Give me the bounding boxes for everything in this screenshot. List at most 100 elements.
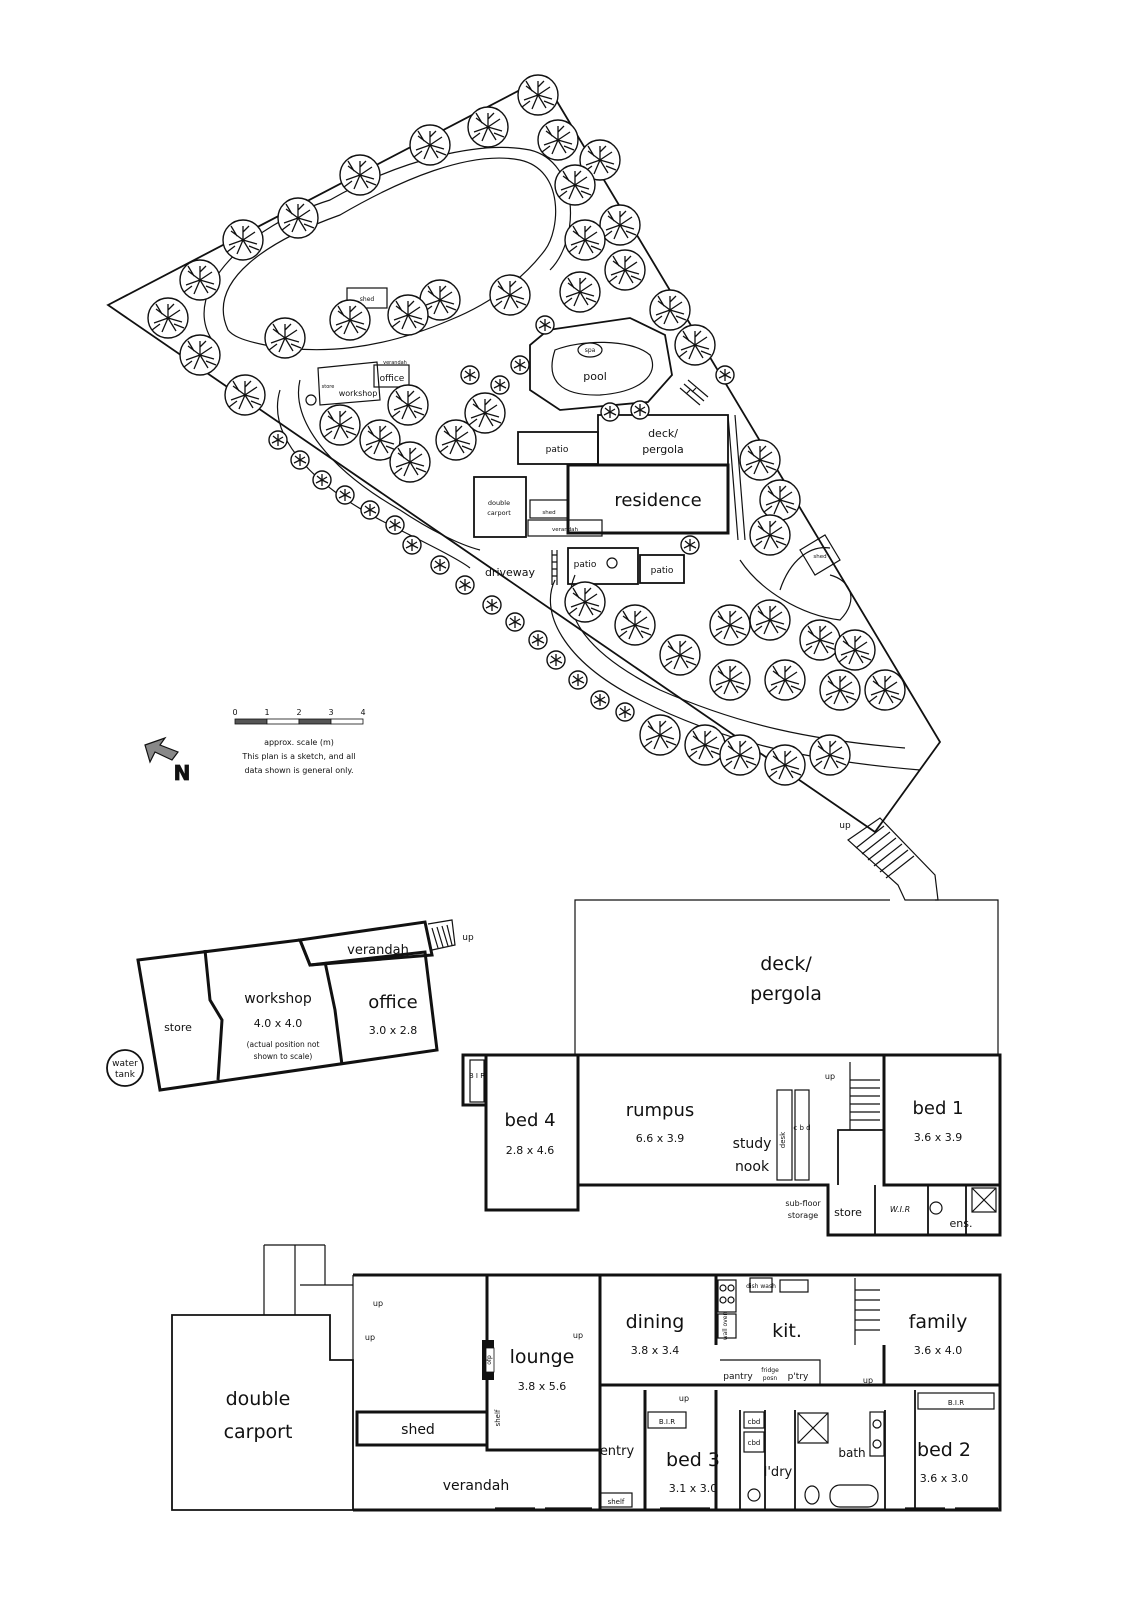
north-letter: N [174, 761, 191, 785]
office-dim: 3.0 x 2.8 [369, 1024, 418, 1037]
water-tank-label-2: tank [115, 1070, 136, 1080]
site-carport [473, 476, 527, 538]
desk [776, 1089, 793, 1181]
site-verandah-label: verandah [383, 360, 407, 366]
site-boundary [106, 76, 942, 834]
fridge-label-1: fridge [761, 1367, 779, 1374]
site-shed-top [346, 287, 388, 309]
bed4-label: bed 4 [504, 1110, 555, 1131]
lounge-up-label: up [573, 1331, 583, 1340]
bed4-dim: 2.8 x 4.6 [506, 1144, 555, 1157]
outbuilding-plan: verandah up workshop 4.0 x 4.0 (actual p… [106, 919, 474, 1092]
water-tank [106, 1049, 144, 1087]
scale-tick-1: 1 [264, 708, 269, 717]
site-patio-right [639, 554, 685, 584]
bed2-label: bed 2 [917, 1439, 971, 1461]
site-shed-right [799, 534, 841, 576]
garden-path-loop [222, 157, 557, 351]
bed1-label: bed 1 [912, 1098, 963, 1119]
lounge-dim: 3.8 x 5.6 [518, 1380, 567, 1393]
upper-up-label: up [825, 1072, 835, 1081]
site-residence-label: residence [614, 490, 701, 511]
study-label-1: study [733, 1136, 772, 1152]
site-carport-label-2: carport [487, 509, 511, 517]
site-water-tank [305, 394, 317, 406]
bir2-label: B.I.R [948, 1399, 964, 1407]
cbd2-label: cbd [748, 1439, 761, 1447]
outbuilding-store-label: store [164, 1021, 192, 1034]
site-verandah-small-label: verandah [552, 527, 579, 533]
lower-up-b: up [365, 1333, 375, 1342]
upper-bir-label: B I R [469, 1072, 485, 1080]
bir3-label: B.I.R [659, 1418, 675, 1426]
water-tank-label-1: water [112, 1059, 138, 1069]
site-workshop-label: workshop [339, 389, 378, 398]
workshop-note-2: shown to scale) [254, 1052, 313, 1061]
site-shed-small [529, 499, 569, 519]
upper-cbd-label: c b d [793, 1124, 810, 1132]
rumpus-dim: 6.6 x 3.9 [636, 1132, 685, 1145]
entry-up-label: up [679, 1394, 689, 1403]
spa-label: spa [585, 347, 596, 354]
site-plan: shed office workshop verandah store spa … [106, 74, 942, 834]
lower-shed-label: shed [401, 1422, 435, 1438]
rumpus-label: rumpus [626, 1100, 695, 1121]
office-label: office [368, 992, 417, 1013]
site-store-label: store [322, 384, 335, 390]
lounge-label: lounge [510, 1346, 575, 1368]
entry-label: entry [600, 1444, 635, 1459]
upper-internal-stairs [849, 1062, 880, 1130]
scale-caption: approx. scale (m) [264, 738, 334, 747]
scale-note-1: This plan is a sketch, and all [241, 752, 355, 761]
bed2-dim: 3.6 x 3.0 [920, 1472, 969, 1485]
upper-store-label: store [834, 1206, 862, 1219]
site-workshop [317, 361, 381, 406]
kitchen-label: kit. [772, 1320, 802, 1342]
site-shed-top-label: shed [360, 296, 375, 303]
lower-up-a: up [373, 1299, 383, 1308]
site-patio-top-label: patio [546, 445, 569, 455]
upper-deck-label-1: deck/ [760, 953, 812, 975]
cbd1-label: cbd [748, 1418, 761, 1426]
outbuilding-outline [136, 938, 439, 1092]
site-carport-label-1: double [488, 499, 510, 507]
wall-oven-label: wall oven [722, 1312, 729, 1341]
site-shed-small-label: shed [542, 510, 555, 516]
lounge-shelf-label: shelf [494, 1409, 502, 1426]
site-patio-left [567, 547, 639, 585]
site-deck [597, 414, 729, 466]
pantry-label: pantry [723, 1372, 753, 1382]
workshop-note-1: (actual position not [247, 1040, 320, 1049]
bathtub [829, 1484, 879, 1508]
ens-label: ens. [950, 1217, 973, 1230]
workshop-label: workshop [244, 991, 312, 1007]
upper-stairs-up-label: up [839, 821, 851, 831]
site-patio-right-label: patio [651, 566, 674, 576]
bath-label: bath [838, 1446, 865, 1460]
ptry-label: p'try [788, 1372, 809, 1382]
carport-label-2: carport [224, 1421, 293, 1443]
bed1-dim: 3.6 x 3.9 [914, 1131, 963, 1144]
pool-surround [529, 317, 673, 411]
spa [577, 342, 603, 358]
site-trees [147, 74, 906, 786]
family-up-label: up [863, 1376, 873, 1385]
outbuilding-verandah [297, 920, 434, 967]
study-label-2: nook [735, 1159, 770, 1175]
bed3-dim: 3.1 x 3.0 [669, 1482, 718, 1495]
site-shed-right-label: shed [813, 554, 826, 560]
north-arrow-icon: N [144, 736, 191, 785]
bed3-label: bed 3 [666, 1449, 720, 1471]
site-office-label: office [380, 374, 405, 384]
family-label: family [909, 1311, 968, 1333]
site-patio-left-label: patio [574, 560, 597, 570]
upper-external-stairs [847, 817, 939, 901]
carport-label-1: double [226, 1388, 291, 1410]
scale-tick-0: 0 [232, 708, 237, 717]
ofp-label: ofp [486, 1355, 493, 1365]
fridge-label-2: posn [763, 1375, 778, 1382]
subfloor-label-2: storage [788, 1211, 818, 1220]
scale-bar: 0 1 2 3 4 approx. scale (m) This plan is… [232, 708, 365, 775]
scale-tick-3: 3 [328, 708, 333, 717]
lower-internal-stairs [854, 1278, 880, 1345]
